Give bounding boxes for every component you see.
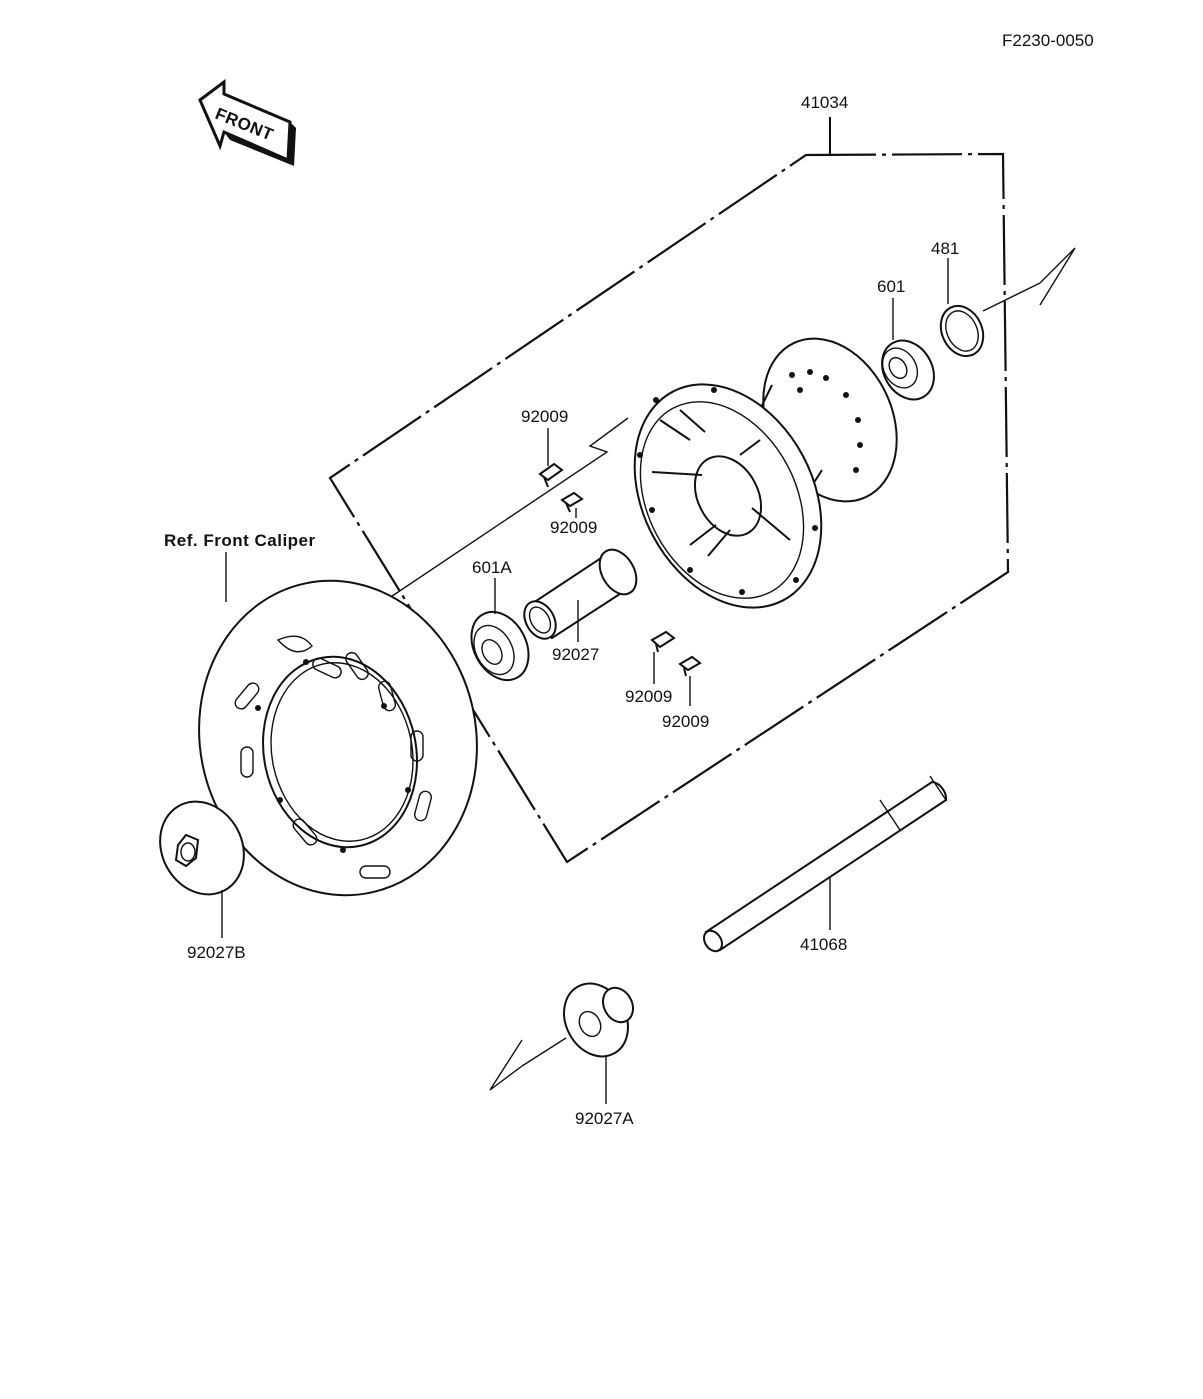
- callout-92027b: 92027B: [187, 943, 246, 962]
- callout-601a: 601A: [472, 558, 512, 577]
- front-arrow-icon: FRONT: [198, 79, 296, 166]
- screw-92009-lower-a: [650, 630, 676, 653]
- circlip-481: [939, 304, 985, 358]
- screw-92009-upper-b: [560, 491, 584, 513]
- bearing-601a: [470, 610, 530, 682]
- spacer-92027: [523, 548, 638, 640]
- callout-601: 601: [877, 277, 905, 296]
- callout-92009-a: 92009: [521, 407, 568, 426]
- callout-92027: 92027: [552, 645, 599, 664]
- callout-92027a: 92027A: [575, 1109, 634, 1128]
- callout-41034: 41034: [801, 93, 848, 112]
- callout-481: 481: [931, 239, 959, 258]
- callout-92009-c: 92009: [625, 687, 672, 706]
- callout-41068: 41068: [800, 935, 847, 954]
- document-code: F2230-0050: [1002, 31, 1094, 50]
- assembly-outline: [328, 152, 1010, 864]
- callout-92009-b: 92009: [550, 518, 597, 537]
- callout-92009-d: 92009: [662, 712, 709, 731]
- direction-line-upper: [982, 247, 1076, 312]
- collar-92027b: [159, 800, 245, 896]
- wheel-hub: [633, 337, 898, 609]
- bearing-601: [881, 339, 935, 401]
- reference-label: Ref. Front Caliper: [164, 531, 316, 550]
- axis-break-line: [254, 417, 629, 689]
- screw-92009-lower-b: [678, 655, 702, 677]
- brake-disc: [198, 579, 478, 897]
- direction-line-lower: [489, 1037, 567, 1091]
- screw-92009-upper-a: [538, 462, 564, 488]
- collar-92027a: [563, 982, 634, 1058]
- axle-41068: [703, 775, 948, 953]
